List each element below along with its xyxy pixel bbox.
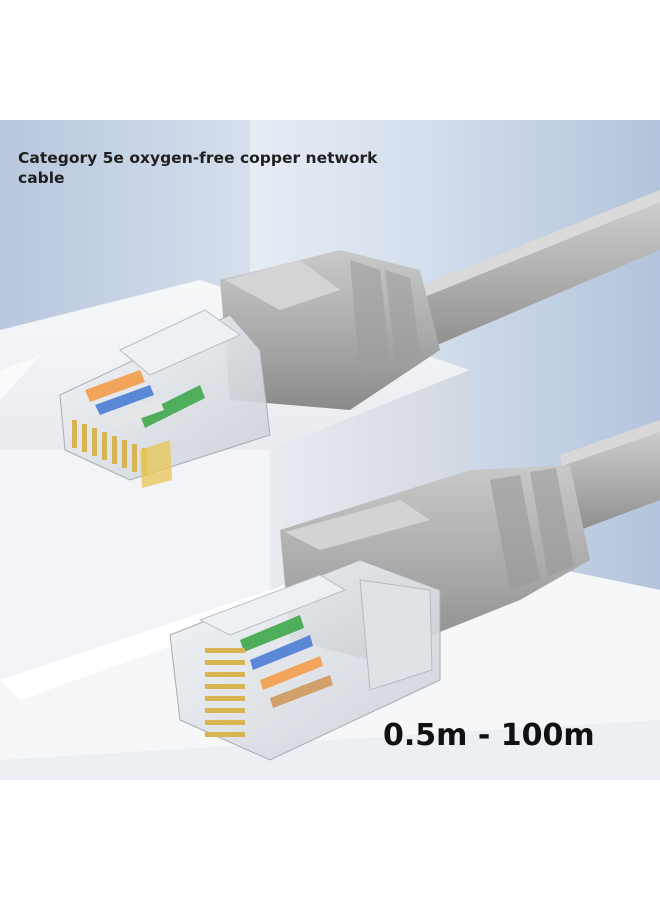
upper-cable bbox=[410, 190, 660, 348]
upper-connector-boot bbox=[220, 250, 440, 410]
upper-rj45-plug bbox=[59, 309, 271, 488]
product-photo bbox=[0, 120, 660, 780]
cable-illustration bbox=[0, 120, 660, 780]
lower-rj45-plug bbox=[169, 559, 441, 761]
product-headline: Category 5e oxygen-free copper network c… bbox=[18, 149, 378, 187]
length-range-label: 0.5m - 100m bbox=[383, 718, 595, 753]
lower-cable bbox=[560, 420, 660, 530]
